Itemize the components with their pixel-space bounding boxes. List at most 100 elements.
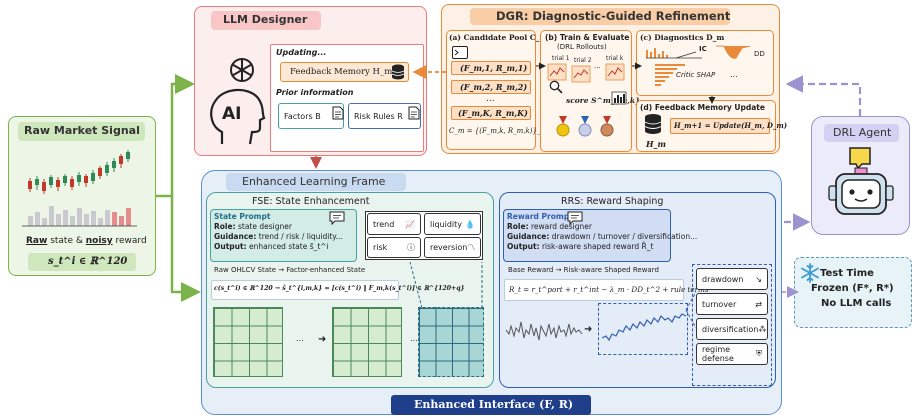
rule-tag-regime-defense[interactable]: regime defense ⛨ bbox=[696, 343, 768, 365]
llm-designer-title-box bbox=[211, 11, 321, 30]
shaped-reward-box bbox=[598, 303, 688, 355]
trial-dots: ... bbox=[594, 62, 601, 70]
test-time-line1: Test Time bbox=[820, 268, 874, 279]
pool-item-1[interactable] bbox=[451, 61, 531, 75]
rrs-arrow: ➜ bbox=[584, 324, 593, 335]
reward-output: Output: risk-aware shaped reward R̃_t bbox=[507, 242, 653, 251]
llm-designer-title: LLM Designer bbox=[223, 13, 308, 26]
elf-title: Enhanced Learning Frame bbox=[242, 175, 386, 188]
reward-prompt-title: Reward Prompt bbox=[507, 212, 573, 221]
feedback-memory-label: Feedback Memory H_m bbox=[290, 67, 393, 77]
rule-tag-drawdown[interactable]: drawdown↘ bbox=[696, 268, 768, 290]
candidate-pool-title: (a) Candidate Pool C_m bbox=[449, 33, 548, 42]
enhanced-interface-label: Enhanced Interface (F, R) bbox=[414, 398, 574, 411]
reward-guidance-value: drawdown / turnover / diversification... bbox=[549, 232, 698, 241]
document-icon bbox=[332, 106, 344, 120]
openai-logo-icon bbox=[230, 58, 254, 82]
factor-tag-trend[interactable]: trend📈 bbox=[367, 213, 421, 235]
fse-formula: c(s_t^i) ∈ ℝ^120 → s̃_t^{i,m,k} = [c(s_t… bbox=[214, 285, 465, 292]
shaped-reward-series bbox=[601, 313, 687, 342]
raw-caption-bold-noisy: noisy bbox=[85, 236, 113, 246]
dd-label: DD bbox=[754, 50, 765, 58]
raw-caption-bold-raw: Raw bbox=[26, 236, 48, 246]
rrs-dashed-connector bbox=[685, 291, 697, 329]
dd-curve-icon bbox=[716, 45, 751, 59]
reward-guidance-key: Guidance: bbox=[507, 232, 550, 241]
enhanced-interface-box[interactable] bbox=[391, 395, 591, 415]
medal-bronze-icon bbox=[600, 116, 614, 137]
ic-label: IC bbox=[699, 45, 707, 53]
rrs-formula: R_t = r_t^port + r_t^int − λ_m · DD_t^2 … bbox=[509, 285, 709, 294]
score-bars-icon bbox=[611, 91, 627, 105]
pool-item-2-label: (F_m,2, R_m,2) bbox=[460, 82, 528, 92]
grid-ellipsis-2: ... bbox=[410, 334, 418, 343]
state-guidance: Guidance: trend / risk / liquidity... bbox=[214, 232, 343, 241]
risk-document-icon bbox=[408, 106, 420, 120]
pool-item-2[interactable] bbox=[451, 80, 531, 94]
shield-icon: ⛨ bbox=[756, 349, 762, 358]
factor-tag-reversion-label: reversion bbox=[430, 243, 468, 252]
rrs-flow-label: Base Reward → Risk-aware Shaped Reward bbox=[508, 266, 659, 274]
drl-agent-title-box bbox=[824, 124, 899, 142]
test-time-line2: Frozen (F*, R*) bbox=[811, 283, 894, 294]
fse-title: FSE: State Enhancement bbox=[252, 196, 370, 207]
fse-flow-label: Raw OHLCV State → Factor-enhanced State bbox=[214, 266, 366, 274]
pool-formula: C_m = {(F_m,k, R_m,k)}_{k=1}^K bbox=[449, 127, 576, 135]
prior-info-label: Prior information bbox=[276, 88, 354, 97]
reward-output-value: risk-aware shaped reward R̃_t bbox=[539, 242, 654, 251]
feedback-memory-box[interactable] bbox=[280, 62, 409, 82]
medal-gold-icon bbox=[556, 116, 570, 137]
alert-icon: ⓘ bbox=[407, 243, 415, 252]
state-guidance-value: trend / risk / liquidity... bbox=[256, 232, 343, 241]
ic-bars-icon bbox=[646, 48, 702, 59]
test-time-line3: No LLM calls bbox=[821, 298, 892, 309]
reward-chat-bubble-icon bbox=[567, 211, 583, 226]
reversion-chart-icon: 〽 bbox=[467, 243, 476, 252]
rule-tag-turnover[interactable]: turnover⇄ bbox=[696, 293, 768, 315]
memory-database-icon bbox=[644, 114, 662, 134]
factors-label: Factors B bbox=[284, 112, 321, 121]
pool-ellipsis: ... bbox=[486, 94, 495, 104]
fm-formula-box bbox=[670, 118, 770, 134]
reward-output-key: Output: bbox=[507, 242, 540, 251]
droplet-icon: 💧 bbox=[465, 219, 475, 229]
factor-tag-reversion[interactable]: reversion〽 bbox=[424, 237, 481, 258]
fm-h-label: H_m bbox=[646, 139, 667, 149]
raw-market-signal-title-box bbox=[18, 122, 145, 141]
ai-label: AI bbox=[222, 104, 242, 124]
trial-charts-icon bbox=[547, 63, 625, 83]
state-role-key: Role: bbox=[214, 222, 236, 231]
diag-ellipsis: ... bbox=[730, 70, 738, 79]
trend-chart-icon: 📈 bbox=[405, 219, 415, 229]
rule-tag-drawdown-label: drawdown bbox=[702, 274, 744, 284]
snowflake-icon bbox=[801, 263, 819, 283]
trial-2-label: trial 2 bbox=[574, 57, 592, 64]
factor-columns-grid bbox=[418, 307, 484, 377]
grid-arrow: ➜ bbox=[318, 334, 327, 345]
rule-tag-diversification-label: diversification bbox=[702, 324, 759, 334]
trial-k-label: trial k bbox=[606, 55, 624, 62]
train-title: (b) Train & Evaluate bbox=[545, 33, 630, 42]
chat-bubble-icon bbox=[329, 211, 345, 226]
dgr-title-box bbox=[470, 8, 730, 25]
rule-tag-regime-defense-label: regime defense bbox=[702, 345, 734, 363]
raw-state-formula-box bbox=[28, 253, 136, 271]
raw-market-signal-panel bbox=[8, 116, 156, 276]
pool-item-k[interactable] bbox=[451, 106, 531, 120]
raw-caption-mid: state & bbox=[47, 236, 86, 246]
updating-label: Updating... bbox=[276, 48, 327, 57]
state-guidance-key: Guidance: bbox=[214, 232, 257, 241]
factor-tag-liquidity[interactable]: liquidity💧 bbox=[424, 213, 481, 235]
drl-agent-title: DRL Agent bbox=[833, 126, 892, 139]
train-subtitle: (DRL Rollouts) bbox=[557, 43, 607, 51]
raw-market-signal-title: Raw Market Signal bbox=[24, 124, 140, 137]
reward-role-value: reward designer bbox=[528, 222, 592, 231]
robot-icon bbox=[828, 147, 894, 215]
terminal-icon bbox=[452, 46, 468, 59]
rule-tag-diversification[interactable]: diversification⁂ bbox=[696, 318, 768, 340]
magnifier-icon bbox=[549, 80, 563, 94]
rrs-formula-box bbox=[504, 279, 684, 301]
grid-ellipsis-1: ... bbox=[296, 334, 304, 343]
